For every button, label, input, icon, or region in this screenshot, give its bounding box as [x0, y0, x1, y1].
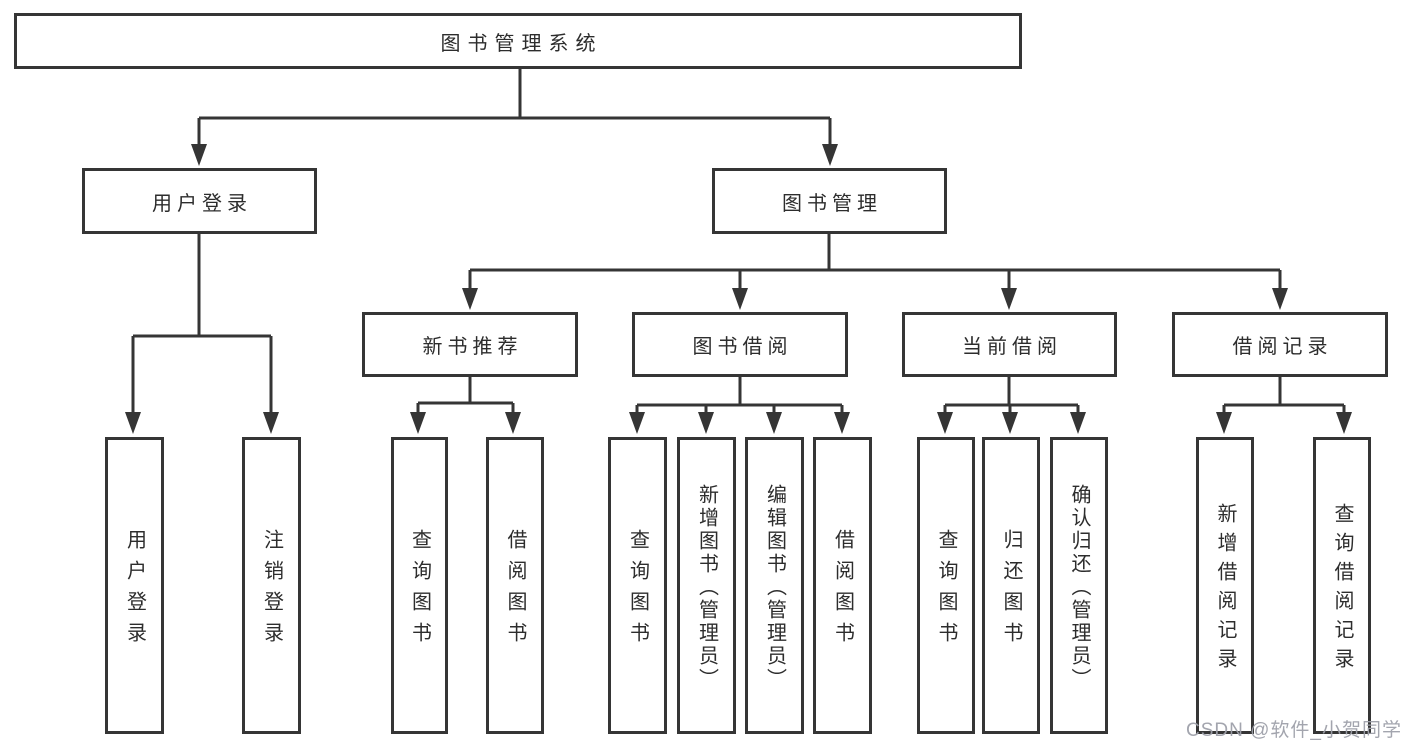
leaf-borrow-books-recommend: 借阅图书 [486, 437, 544, 734]
leaf-query-books-borrowing: 查询图书 [608, 437, 667, 734]
leaf-add-borrow-record-label: 新增借阅记录 [1214, 503, 1236, 677]
leaf-query-books-recommend-label: 查询图书 [408, 529, 431, 653]
node-borrow-records: 借阅记录 [1172, 312, 1388, 377]
leaf-query-books-current-label: 查询图书 [935, 529, 957, 653]
node-new-book-recommend: 新书推荐 [362, 312, 578, 377]
leaf-borrow-books-borrowing: 借阅图书 [813, 437, 872, 734]
leaf-add-books-admin-label: 新增图书（管理员） [695, 483, 718, 691]
leaf-add-books-admin: 新增图书（管理员） [677, 437, 736, 734]
leaf-edit-books-admin: 编辑图书（管理员） [745, 437, 804, 734]
leaf-query-borrow-record: 查询借阅记录 [1313, 437, 1371, 734]
leaf-return-books-label: 归还图书 [1000, 529, 1022, 653]
node-user-login: 用户登录 [82, 168, 317, 234]
leaf-query-books-borrowing-label: 查询图书 [626, 529, 649, 653]
leaf-query-books-recommend: 查询图书 [391, 437, 448, 734]
leaf-return-books: 归还图书 [982, 437, 1040, 734]
node-book-borrowing: 图书借阅 [632, 312, 848, 377]
leaf-logout-login-label: 注销登录 [260, 529, 283, 653]
leaf-borrow-books-recommend-label: 借阅图书 [504, 529, 526, 653]
leaf-add-borrow-record: 新增借阅记录 [1196, 437, 1254, 734]
leaf-borrow-books-borrowing-label: 借阅图书 [831, 529, 854, 653]
arrowheads [125, 144, 1352, 434]
leaf-edit-books-admin-label: 编辑图书（管理员） [763, 483, 786, 691]
leaf-query-books-current: 查询图书 [917, 437, 975, 734]
leaf-confirm-return-admin-label: 确认归还（管理员） [1068, 483, 1090, 691]
node-current-borrowing: 当前借阅 [902, 312, 1117, 377]
leaf-logout-login: 注销登录 [242, 437, 301, 734]
csdn-watermark: CSDN @软件_小贺同学 [1186, 720, 1402, 741]
node-book-management: 图书管理 [712, 168, 947, 234]
node-root: 图书管理系统 [14, 13, 1022, 69]
leaf-user-login: 用户登录 [105, 437, 164, 734]
leaf-query-borrow-record-label: 查询借阅记录 [1331, 503, 1353, 677]
leaf-user-login-label: 用户登录 [123, 529, 146, 653]
leaf-confirm-return-admin: 确认归还（管理员） [1050, 437, 1108, 734]
